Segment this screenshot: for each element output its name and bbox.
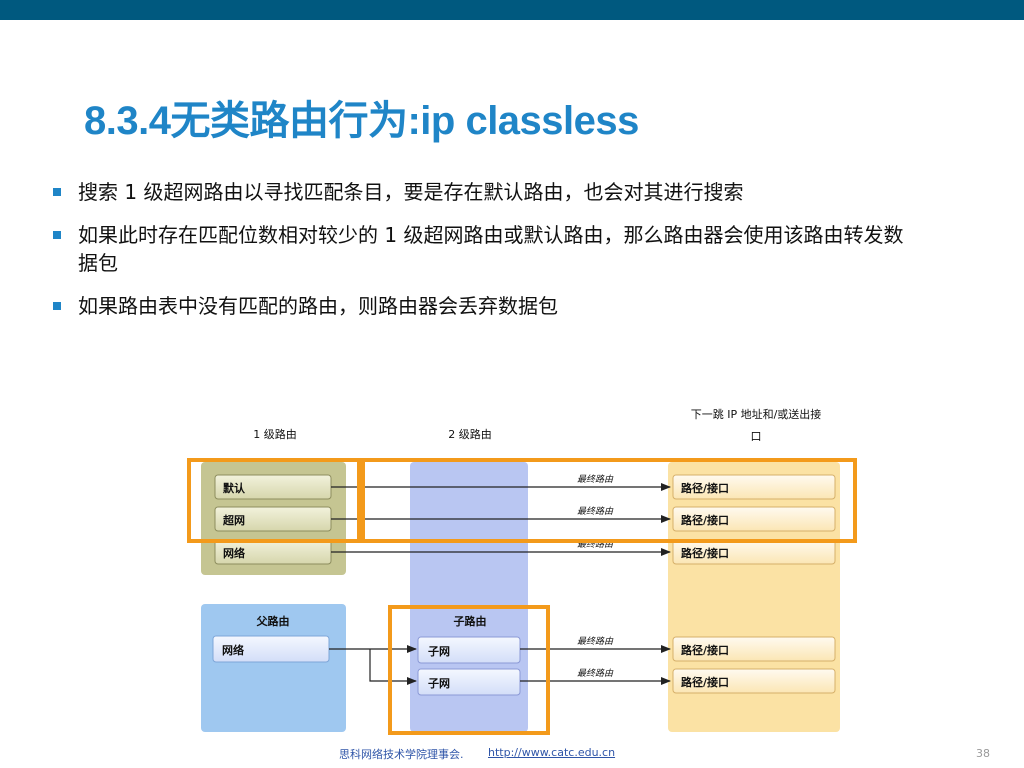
- bullet-text: 如果路由表中没有匹配的路由，则路由器会丢弃数据包: [78, 294, 558, 318]
- top-bar: [0, 0, 1024, 20]
- nexthop-item-label: 路径/接口: [681, 481, 729, 495]
- nexthop-header-cont: 口: [751, 430, 762, 443]
- bullet-square-icon: [53, 302, 61, 310]
- bullet-item: 如果路由表中没有匹配的路由，则路由器会丢弃数据包: [50, 292, 910, 320]
- child-route-title: 子路由: [454, 614, 487, 628]
- level1-item-label: 网络: [223, 546, 245, 560]
- bullet-text: 如果此时存在匹配位数相对较少的 1 级超网路由或默认路由，那么路由器会使用该路由…: [78, 223, 904, 275]
- nexthop-item-label: 路径/接口: [681, 546, 729, 560]
- child-route-item-label: 子网: [428, 645, 450, 658]
- bullet-item: 搜索 1 级超网路由以寻找匹配条目，要是存在默认路由，也会对其进行搜索: [50, 178, 910, 206]
- level1-panel: [201, 462, 346, 575]
- bullet-square-icon: [53, 188, 61, 196]
- child-route-item-label: 子网: [428, 677, 450, 690]
- nexthop-header: 下一跳 IP 地址和/或送出接: [691, 407, 822, 421]
- final-route-label: 最终路由: [577, 506, 614, 517]
- parent-route-network-item: 网络: [212, 635, 330, 663]
- final-route-label: 最终路由: [577, 636, 614, 647]
- bullet-list: 搜索 1 级超网路由以寻找匹配条目，要是存在默认路由，也会对其进行搜索 如果此时…: [50, 178, 910, 335]
- level2-header: 2 级路由: [448, 427, 492, 441]
- page-title: 8.3.4无类路由行为:ip classless: [84, 99, 639, 143]
- bullet-square-icon: [53, 231, 61, 239]
- level1-item-supernet: 超网: [214, 506, 332, 532]
- bullet-text: 搜索 1 级超网路由以寻找匹配条目，要是存在默认路由，也会对其进行搜索: [78, 180, 744, 204]
- nexthop-item: 路径/接口: [672, 539, 836, 565]
- nexthop-item-label: 路径/接口: [681, 643, 729, 657]
- level1-item-default: 默认: [214, 474, 332, 500]
- parent-route-panel: [201, 604, 346, 732]
- nexthop-item: 路径/接口: [672, 506, 836, 532]
- level1-item-label: 超网: [222, 513, 245, 527]
- level1-item-label: 默认: [223, 481, 246, 495]
- child-route-subnet-item: 子网: [417, 668, 521, 696]
- footer-url-link[interactable]: http://www.catc.edu.cn: [488, 746, 616, 759]
- level1-item-network: 网络: [214, 539, 332, 565]
- child-route-subnet-item: 子网: [417, 636, 521, 664]
- level1-highlight-frame: [187, 458, 361, 543]
- final-route-label: 最终路由: [577, 539, 614, 550]
- nexthop-item: 路径/接口: [672, 668, 836, 694]
- final-route-label: 最终路由: [577, 668, 614, 679]
- parent-route-title: 父路由: [256, 614, 290, 628]
- nexthop-highlight-frame: [361, 458, 857, 543]
- level1-header: 1 级路由: [253, 427, 297, 441]
- footer-org: 思科网络技术学院理事会.: [339, 748, 464, 761]
- route-arrow: [369, 649, 417, 685]
- nexthop-item-label: 路径/接口: [681, 513, 729, 527]
- final-route-label: 最终路由: [577, 474, 614, 485]
- nexthop-panel: [668, 462, 840, 732]
- nexthop-item: 路径/接口: [672, 474, 836, 500]
- bullet-item: 如果此时存在匹配位数相对较少的 1 级超网路由或默认路由，那么路由器会使用该路由…: [50, 221, 910, 277]
- parent-route-item-label: 网络: [222, 643, 244, 657]
- page-number: 38: [976, 747, 990, 760]
- nexthop-item-label: 路径/接口: [681, 675, 729, 689]
- nexthop-item: 路径/接口: [672, 636, 836, 662]
- child-route-highlight-frame: [388, 605, 550, 735]
- level2-panel: [410, 462, 528, 732]
